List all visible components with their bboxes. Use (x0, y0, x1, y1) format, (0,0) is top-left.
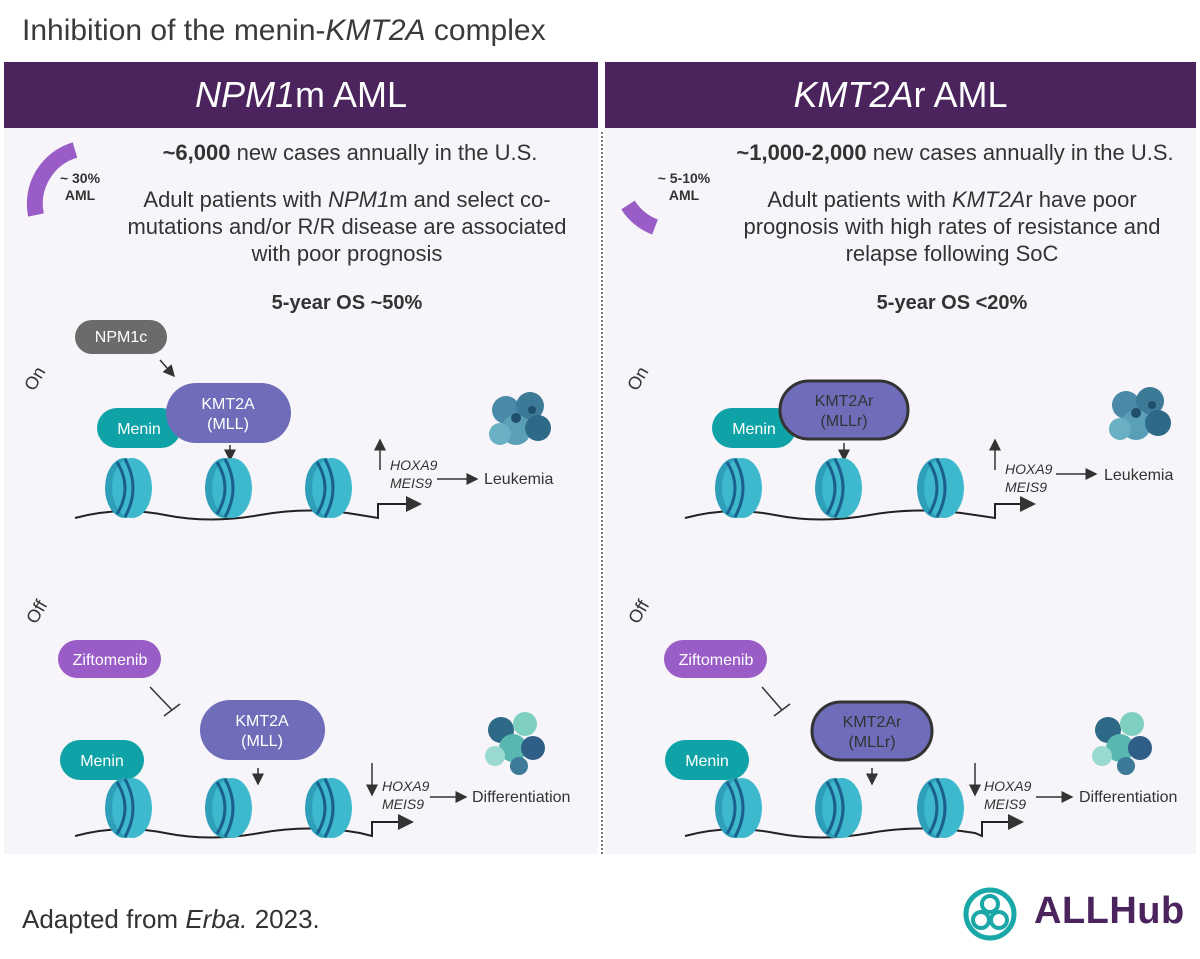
off-label-right: Off (624, 596, 654, 627)
nucleosome-icon (203, 776, 254, 840)
outcome-leukemia: Leukemia (484, 471, 553, 488)
menin-pill (712, 408, 796, 448)
on-label-right: On (623, 363, 652, 394)
page-title: Inhibition of the menin-KMT2A complex (22, 14, 546, 47)
off-label-left: Off (22, 596, 52, 627)
description-right: Adult patients with KMT2Ar have poor pro… (743, 187, 1161, 266)
kmt2a-label-line1: KMT2A (201, 396, 255, 413)
nucleosome-icon (303, 776, 354, 840)
os-left: 5-year OS ~50% (271, 292, 423, 314)
logo-icon (963, 887, 1017, 941)
menin-label: Menin (732, 421, 776, 438)
os-right: 5-year OS <20% (876, 292, 1028, 314)
npm1c-pill (75, 320, 167, 354)
drug-label: Ziftomenib (679, 652, 754, 669)
cell-cluster-icon (1092, 712, 1152, 775)
gene-meis9: MEIS9 (390, 475, 432, 491)
arrow-icon (159, 359, 175, 378)
menin-pill (665, 740, 749, 780)
gene-meis9: MEIS9 (984, 796, 1026, 812)
kmt2a-label-line1: KMT2A (235, 713, 289, 730)
cases-right: ~1,000-2,000 new cases annually in the U… (736, 140, 1174, 165)
nucleosome-icon (915, 456, 966, 520)
arc-label-right: ~ 5-10%AML (657, 170, 711, 203)
nucleosome-icon (103, 456, 154, 520)
inhibit-icon (761, 686, 783, 711)
nucleosome-icon (813, 456, 864, 520)
inhibit-icon (149, 686, 173, 711)
nucleosome-icon (203, 456, 254, 520)
nucleosome-icon (915, 776, 966, 840)
cases-left: ~6,000 new cases annually in the U.S. (162, 140, 538, 165)
kmt2a-label-line2: (MLL) (207, 416, 249, 433)
nucleosome-icon (813, 776, 864, 840)
menin-pill (60, 740, 144, 780)
kmt2ar-label-line1: KMT2Ar (815, 393, 874, 410)
kmt2a-label-line2: (MLL) (241, 733, 283, 750)
gene-meis9: MEIS9 (382, 796, 424, 812)
nucleosome-icon (713, 776, 764, 840)
kmt2a-pill (200, 700, 325, 760)
gene-meis9: MEIS9 (1005, 479, 1047, 495)
cell-cluster-icon (489, 392, 551, 445)
menin-label: Menin (80, 753, 124, 770)
kmt2ar-pill (778, 379, 910, 441)
kmt2ar-label-line1: KMT2Ar (843, 714, 902, 731)
arc-gauge-icon (26, 142, 78, 217)
kmt2ar-pill (810, 700, 934, 762)
citation: Adapted from Erba. 2023. (22, 904, 320, 934)
menin-label: Menin (117, 421, 161, 438)
gene-hoxa9: HOXA9 (984, 778, 1032, 794)
arc-gauge-icon (621, 200, 659, 235)
drug-pill (58, 640, 161, 678)
gene-hoxa9: HOXA9 (390, 457, 438, 473)
drug-label: Ziftomenib (73, 652, 148, 669)
cell-cluster-icon (1109, 387, 1171, 440)
kmt2ar-label-line2: (MLLr) (820, 413, 867, 430)
arc-label-left: ~ 30%AML (59, 170, 101, 203)
outcome-leukemia: Leukemia (1104, 467, 1173, 484)
menin-label: Menin (685, 753, 729, 770)
menin-pill (97, 408, 181, 448)
outcome-differentiation: Differentiation (1079, 789, 1177, 806)
on-label-left: On (20, 363, 49, 394)
logo-text[interactable]: ALLHub (1034, 890, 1185, 932)
nucleosome-icon (103, 776, 154, 840)
nucleosome-icon (713, 456, 764, 520)
drug-pill (664, 640, 767, 678)
npm1c-label: NPM1c (95, 329, 147, 346)
divider (601, 132, 603, 854)
gene-hoxa9: HOXA9 (382, 778, 430, 794)
gene-hoxa9: HOXA9 (1005, 461, 1053, 477)
kmt2a-pill (166, 383, 291, 443)
cell-cluster-icon (485, 712, 545, 775)
outcome-differentiation: Differentiation (472, 789, 570, 806)
kmt2ar-label-line2: (MLLr) (848, 734, 895, 751)
description-left: Adult patients with NPM1m and select co-… (127, 187, 567, 266)
nucleosome-icon (303, 456, 354, 520)
